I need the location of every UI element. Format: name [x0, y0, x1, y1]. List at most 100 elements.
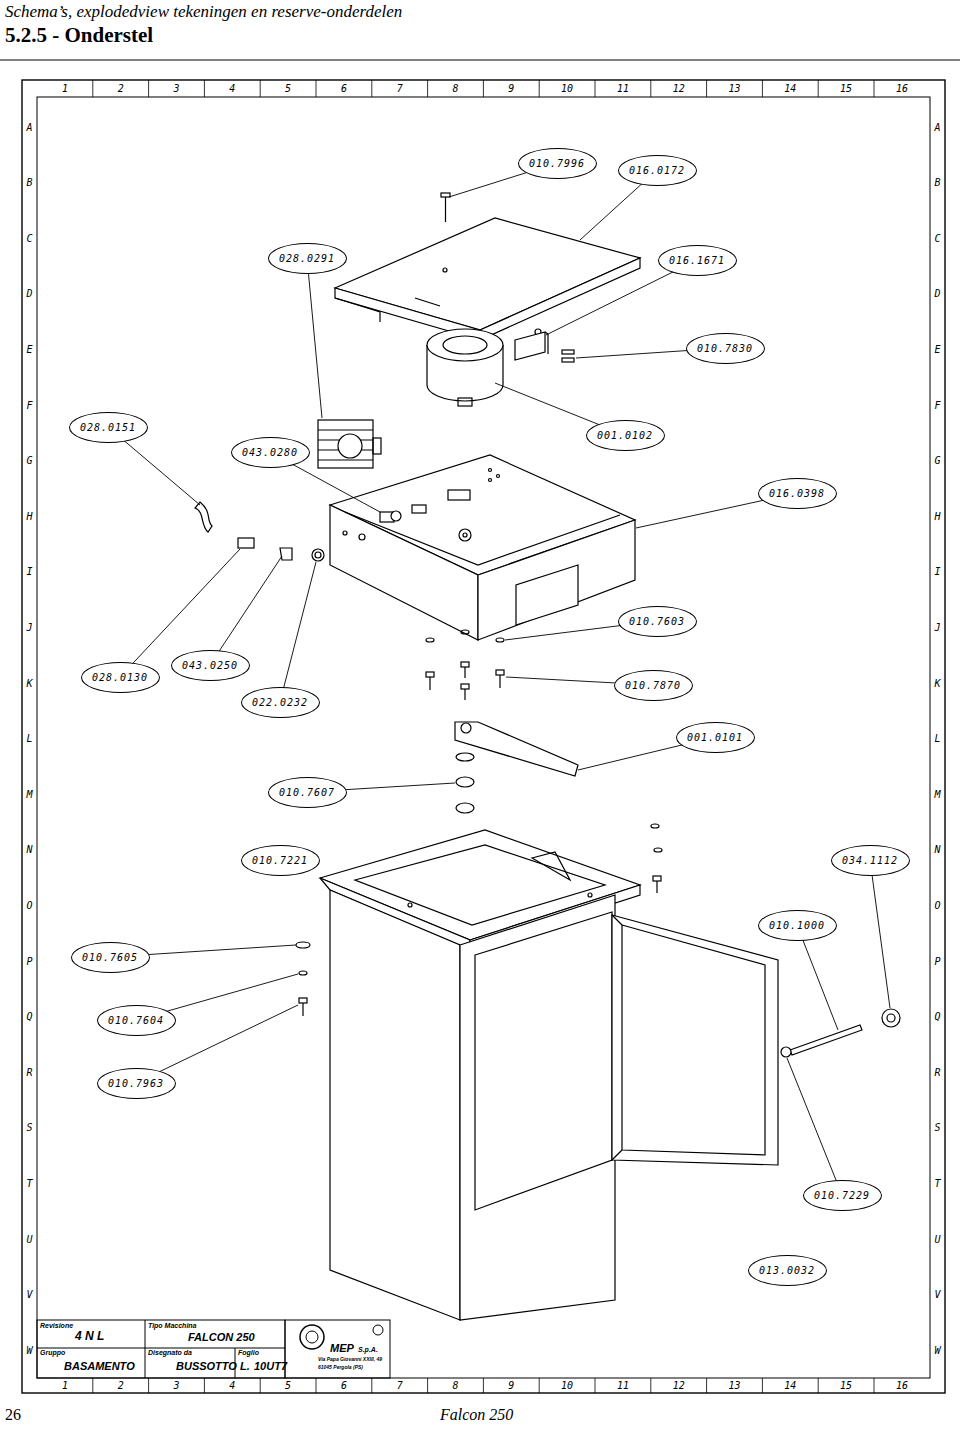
callout-bubble: 028.0291 — [268, 243, 347, 274]
grid-row: J — [934, 622, 940, 633]
grid-row: V — [26, 1289, 32, 1300]
grid-row: W — [26, 1345, 32, 1356]
grid-row: D — [934, 288, 940, 299]
callout-bubble: 028.0130 — [81, 662, 160, 693]
callout-bubble: 001.0102 — [586, 420, 665, 451]
grid-row: T — [26, 1178, 32, 1189]
callout-bubble: 010.7963 — [97, 1068, 176, 1099]
group-value: BASAMENTO — [64, 1360, 135, 1372]
grid-row: Q — [26, 1011, 32, 1022]
part-number: 016.0172 — [629, 165, 685, 176]
grid-column: 5 — [285, 1380, 291, 1391]
part-number: 010.7604 — [108, 1015, 164, 1026]
grid-column: 9 — [508, 1380, 514, 1391]
part-number: 010.7830 — [697, 343, 753, 354]
grid-column: 7 — [397, 83, 403, 94]
callout-bubble: 028.0151 — [69, 412, 148, 443]
grid-column: 1 — [62, 1380, 68, 1391]
part-number: 028.0130 — [92, 672, 148, 683]
grid-row: I — [26, 566, 32, 577]
grid-row: O — [934, 900, 940, 911]
grid-column: 15 — [840, 83, 852, 94]
grid-column: 2 — [118, 83, 124, 94]
grid-row: M — [934, 789, 940, 800]
part-number: 001.0101 — [687, 732, 743, 743]
grid-column: 13 — [728, 1380, 740, 1391]
grid-row: P — [934, 956, 940, 967]
grid-row: C — [934, 233, 940, 244]
callout-bubble: 022.0232 — [241, 687, 320, 718]
page-number: 26 — [5, 1406, 21, 1424]
part-number: 043.0250 — [182, 660, 238, 671]
grid-row: T — [934, 1178, 940, 1189]
grid-row: G — [934, 455, 940, 466]
drawn-by-value: BUSSOTTO L. — [176, 1360, 250, 1372]
company-address: Via Papa Giovanni XXIII, 49 — [318, 1357, 382, 1363]
grid-column: 4 — [229, 1380, 235, 1391]
callout-bubble: 013.0032 — [748, 1255, 827, 1286]
grid-row: K — [934, 678, 940, 689]
grid-row: C — [26, 233, 32, 244]
grid-row: L — [934, 733, 940, 744]
part-number: 016.1671 — [669, 255, 725, 266]
callout-bubble: 010.7229 — [803, 1180, 882, 1211]
header-text: Schema’s, explodedview tekeningen en res… — [5, 3, 402, 22]
grid-row: E — [26, 344, 32, 355]
grid-column: 9 — [508, 83, 514, 94]
grid-column: 13 — [728, 83, 740, 94]
grid-row: F — [26, 400, 32, 411]
callout-bubble: 010.7996 — [518, 148, 597, 179]
grid-column: 15 — [840, 1380, 852, 1391]
footer-model: Falcon 250 — [440, 1406, 513, 1424]
grid-row: V — [934, 1289, 940, 1300]
grid-row: R — [934, 1067, 940, 1078]
grid-column: 16 — [896, 1380, 908, 1391]
grid-column: 6 — [341, 83, 347, 94]
grid-row: M — [26, 789, 32, 800]
grid-column: 3 — [173, 83, 179, 94]
revision-caption: Revisione — [40, 1322, 73, 1330]
machine-value: FALCON 250 — [188, 1331, 255, 1343]
sheet-value: 10UT7 — [254, 1360, 287, 1372]
grid-column: 10 — [561, 1380, 573, 1391]
company-form: S.p.A. — [358, 1346, 378, 1354]
callout-bubble: 016.0398 — [758, 478, 837, 509]
grid-row: D — [26, 288, 32, 299]
grid-row: A — [934, 122, 940, 133]
grid-row: G — [26, 455, 32, 466]
grid-row: B — [934, 177, 940, 188]
grid-row: E — [934, 344, 940, 355]
grid-column: 6 — [341, 1380, 347, 1391]
grid-row: S — [26, 1122, 32, 1133]
callout-bubble: 034.1112 — [831, 845, 910, 876]
callout-bubble: 010.7221 — [241, 845, 320, 876]
part-number: 034.1112 — [842, 855, 898, 866]
grid-column: 1 — [62, 83, 68, 94]
grid-column: 4 — [229, 83, 235, 94]
part-number: 022.0232 — [252, 697, 308, 708]
part-number: 028.0291 — [279, 253, 335, 264]
grid-column: 12 — [673, 83, 685, 94]
company-city: 61045 Pergola (PS) — [318, 1365, 363, 1371]
callout-bubble: 010.7604 — [97, 1005, 176, 1036]
callout-bubble: 016.1671 — [658, 245, 737, 276]
callout-bubble: 010.7607 — [268, 777, 347, 808]
grid-row: B — [26, 177, 32, 188]
grid-row: K — [26, 678, 32, 689]
part-number: 010.7996 — [529, 158, 585, 169]
part-number: 010.1000 — [769, 920, 825, 931]
grid-column: 10 — [561, 83, 573, 94]
part-number: 001.0102 — [597, 430, 653, 441]
grid-row: L — [26, 733, 32, 744]
grid-column: 14 — [784, 83, 796, 94]
grid-column: 3 — [173, 1380, 179, 1391]
machine-caption: Tipo Macchina — [148, 1322, 197, 1330]
part-number: 010.7963 — [108, 1078, 164, 1089]
grid-column: 8 — [452, 1380, 458, 1391]
grid-row: J — [26, 622, 32, 633]
callout-bubble: 010.7830 — [686, 333, 765, 364]
grid-column: 7 — [397, 1380, 403, 1391]
grid-row: H — [934, 511, 940, 522]
